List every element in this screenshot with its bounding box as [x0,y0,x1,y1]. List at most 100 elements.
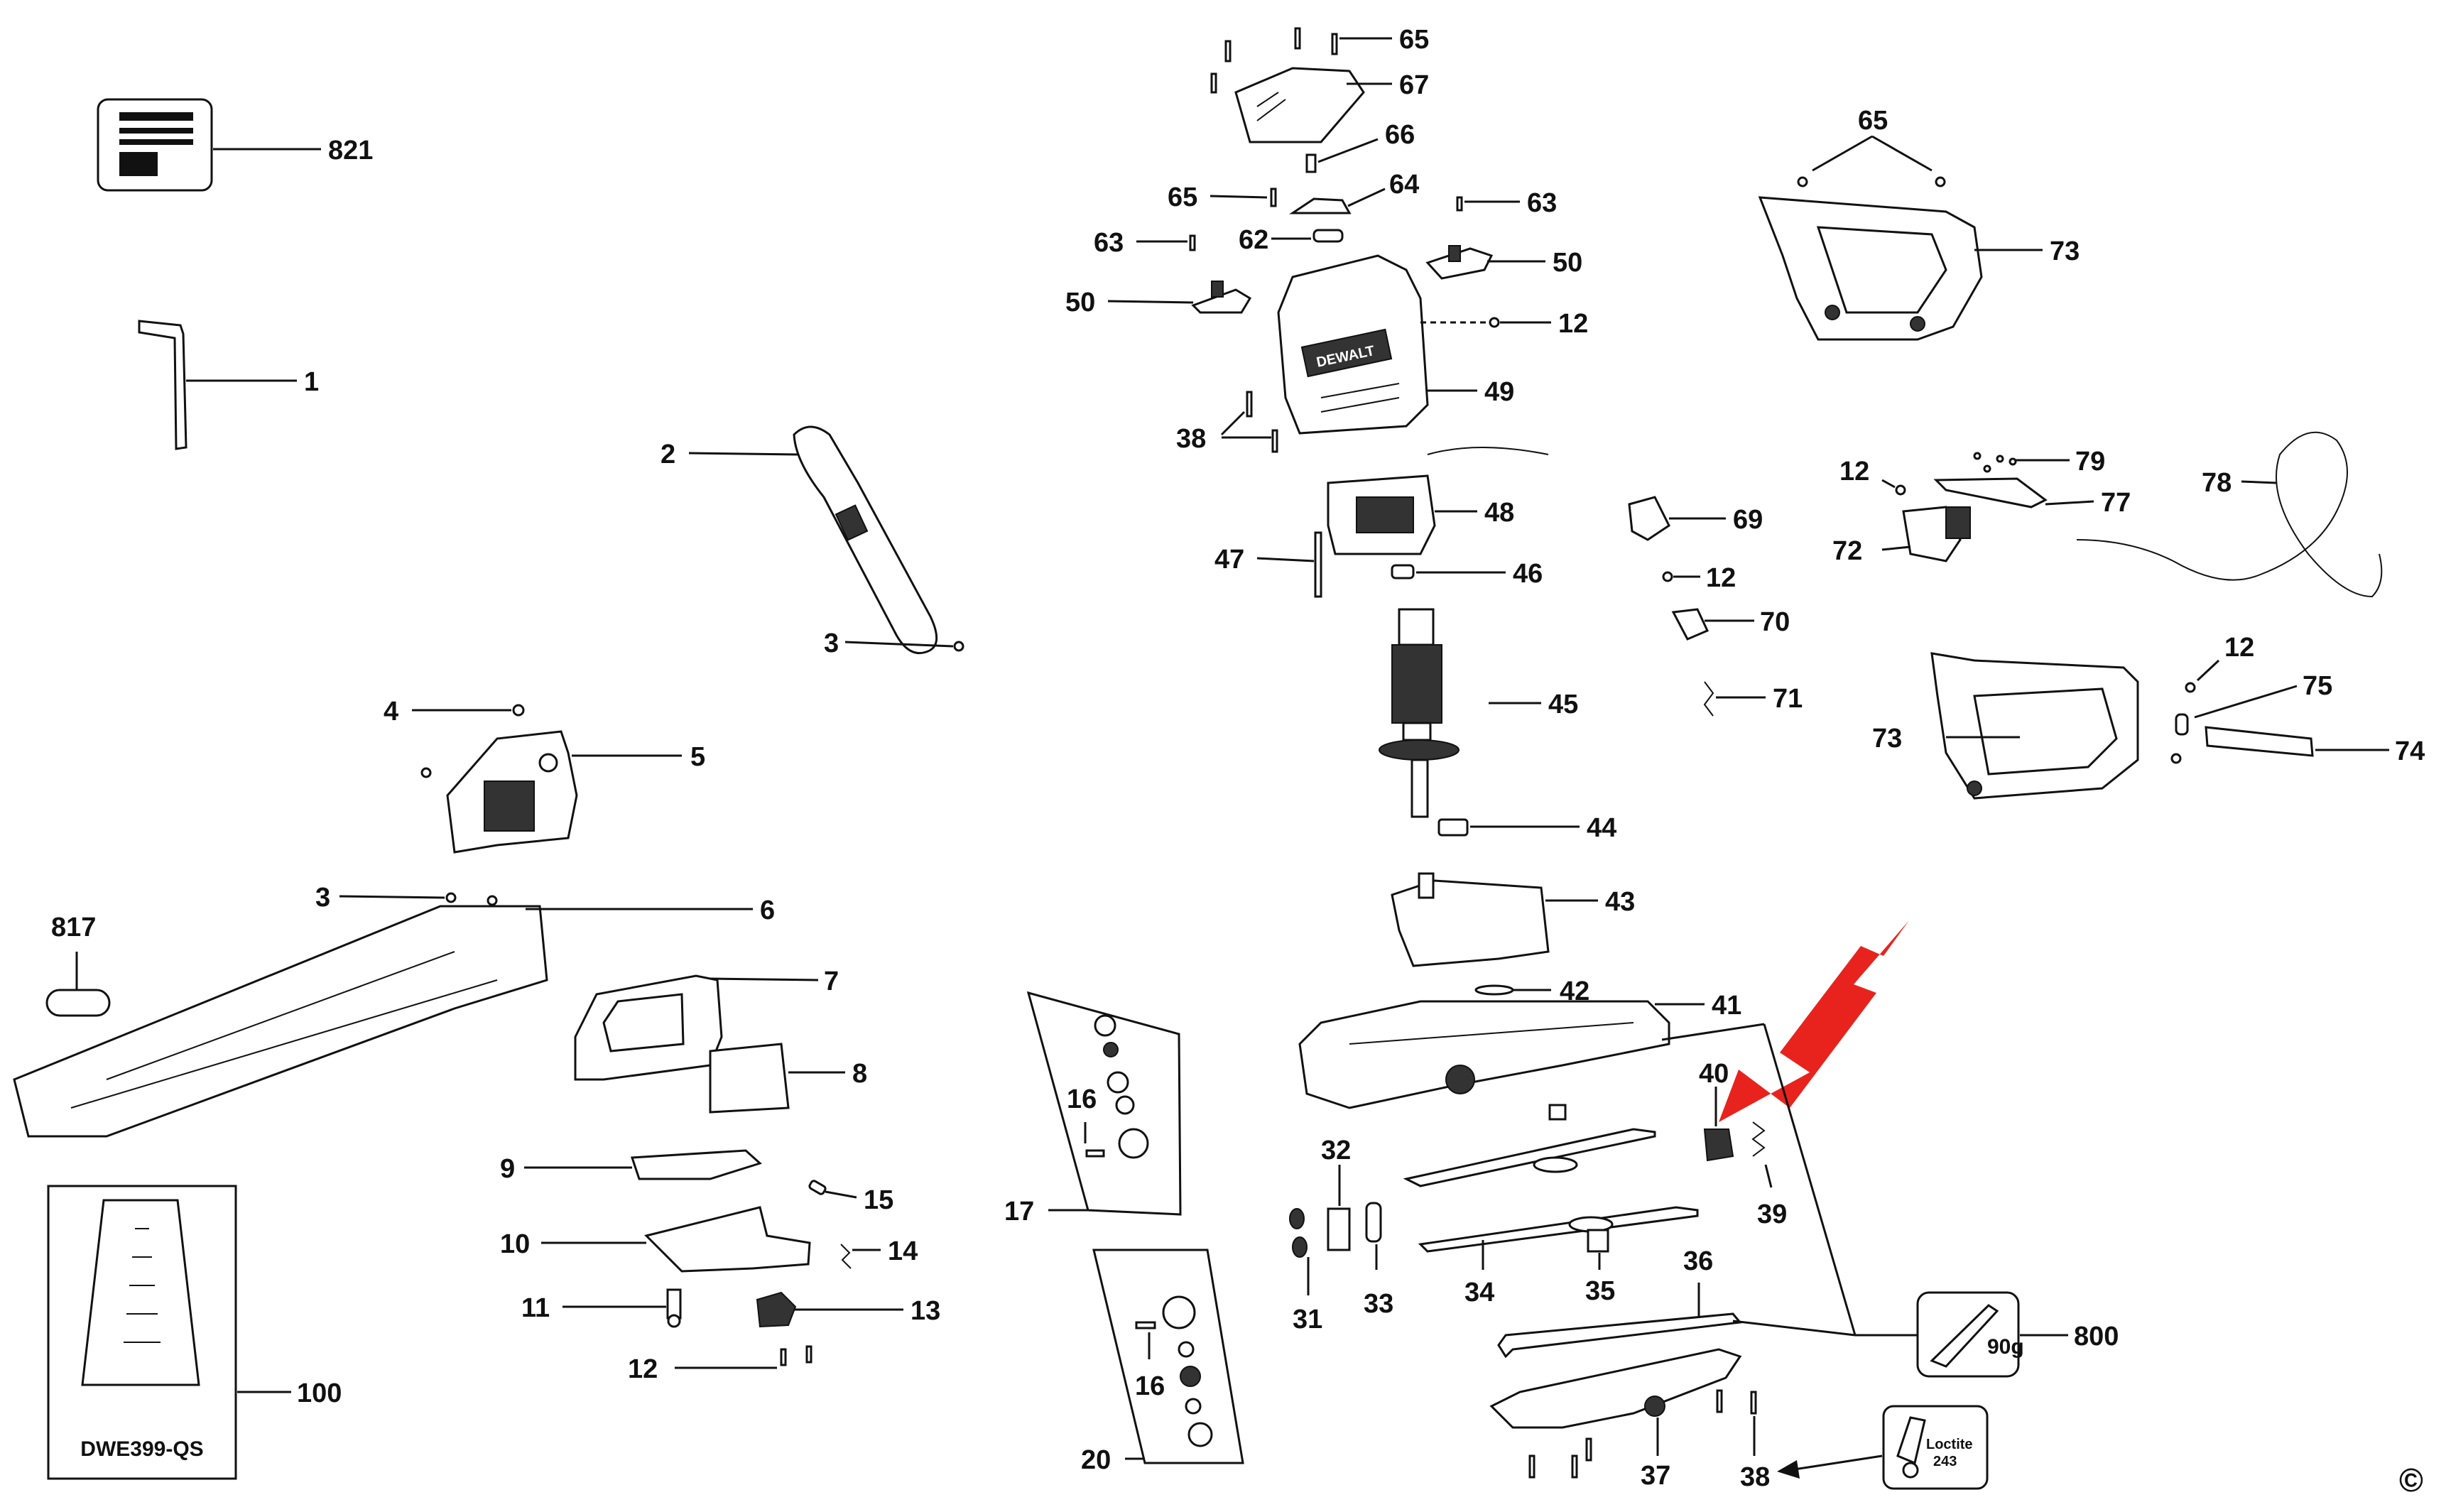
highlight-arrow [1719,920,1909,1122]
callout-41: 41 [1712,991,1741,1021]
part-63-screw-left [1189,234,1196,251]
part-43-gear-housing [1391,872,1550,967]
callout-12-mid-right: 12 [1706,563,1736,593]
part-37-lower-casing [1489,1348,1742,1429]
callout-12-upper-right: 12 [1839,457,1869,486]
grease-amount: 90g [1987,1335,2024,1359]
part-71-spring [1703,681,1714,717]
callout-821: 821 [328,136,373,165]
callout-1: 1 [304,367,319,397]
part-79-screws [1973,452,2017,473]
callout-63-right: 63 [1527,188,1557,218]
callout-46: 46 [1513,559,1543,589]
callout-15: 15 [864,1185,893,1215]
callout-16-lower: 16 [1135,1371,1165,1401]
callout-2: 2 [661,440,675,469]
part-31-washers [1289,1208,1308,1258]
callout-74: 74 [2395,736,2425,766]
callout-9: 9 [500,1154,515,1184]
part-73-housing-half-upper [1758,196,1983,341]
part-49-motor-housing [1277,254,1429,435]
callout-14: 14 [888,1236,918,1266]
part-9-clamp [630,1149,762,1180]
part-11-bolt [666,1288,682,1328]
part-33-pad [1365,1202,1382,1243]
part-12-screw-72 [1895,484,1906,496]
callout-4: 4 [384,697,398,727]
callout-49: 49 [1484,377,1514,407]
part-65-screws-top [1210,27,1338,94]
part-66-screw [1305,153,1317,173]
part-shafts [1403,1104,1699,1253]
callout-10: 10 [500,1229,530,1259]
part-821-label-plate [97,98,213,192]
part-74-tube [2205,726,2314,757]
part-38-screws-left [1246,391,1278,453]
part-48-field-coil [1327,447,1549,555]
loctite-number: 243 [1933,1454,1957,1469]
part-70-switch-lever [1671,608,1710,641]
part-46-bearing [1391,564,1415,580]
part-12-screw-75 [2185,682,2196,693]
callout-50-left: 50 [1065,288,1095,317]
callout-73-lower: 73 [1872,724,1902,754]
callout-20: 20 [1081,1445,1111,1475]
callout-39: 39 [1757,1200,1787,1229]
part-32-block [1327,1207,1351,1251]
callout-38-left: 38 [1176,424,1206,454]
callout-62: 62 [1239,225,1268,255]
callout-64: 64 [1389,170,1419,200]
callout-17: 17 [1004,1197,1034,1227]
part-65-screw-mid [1270,187,1277,207]
part-63-screw-right [1456,196,1463,212]
part-50-brush-holder-right [1425,245,1494,280]
part-47-rod [1314,531,1322,598]
part-35-clip [1587,1229,1609,1253]
callout-800: 800 [2074,1322,2119,1351]
part-17-subassembly-panel [1026,991,1182,1216]
callout-11: 11 [521,1293,550,1323]
kit-model-label: DWE399-QS [80,1437,203,1461]
part-15-pin [808,1180,827,1195]
callout-72: 72 [1832,536,1862,566]
part-4-screw [512,704,525,717]
part-50-brush-holder-left [1191,281,1252,314]
loctite-label: Loctite [1926,1437,1973,1452]
callout-73-upper: 73 [2050,236,2080,266]
callout-13: 13 [911,1296,940,1326]
part-817-pad [45,989,111,1017]
callout-45: 45 [1548,690,1578,719]
part-65-screws-right [1797,176,1946,187]
callout-48: 48 [1484,498,1514,528]
callout-7: 7 [824,967,839,996]
callout-44: 44 [1587,813,1616,843]
part-2-lever [793,425,938,654]
callout-66: 66 [1385,120,1415,150]
part-62-ring [1312,229,1344,243]
callout-38-bottom: 38 [1740,1462,1770,1492]
callout-79: 79 [2075,447,2105,477]
part-75-clip [2175,713,2189,736]
part-41-gearbox-casting [1298,1000,1670,1109]
part-72-switch [1902,506,1971,562]
part-800-grease-box [1916,1291,2020,1378]
callout-78: 78 [2202,468,2232,498]
callout-65-mid: 65 [1168,183,1197,212]
part-73-housing-half-lower [1930,652,2139,800]
part-42-circlip [1474,984,1514,996]
callout-71: 71 [1773,684,1803,714]
part-69-lever [1628,496,1670,541]
callout-100: 100 [297,1378,342,1408]
part-77-spring-plate [1933,477,2048,508]
part-45-armature [1379,608,1460,818]
callout-32: 32 [1321,1136,1351,1165]
part-7-guard [574,974,723,1081]
part-1-hex-key [138,320,187,450]
callout-5: 5 [690,742,705,772]
part-12-screws [780,1345,812,1366]
callout-77: 77 [2101,488,2131,518]
part-38-screws-bottom [1528,1389,1757,1479]
callout-36: 36 [1683,1246,1713,1276]
callout-16-upper: 16 [1067,1084,1097,1114]
